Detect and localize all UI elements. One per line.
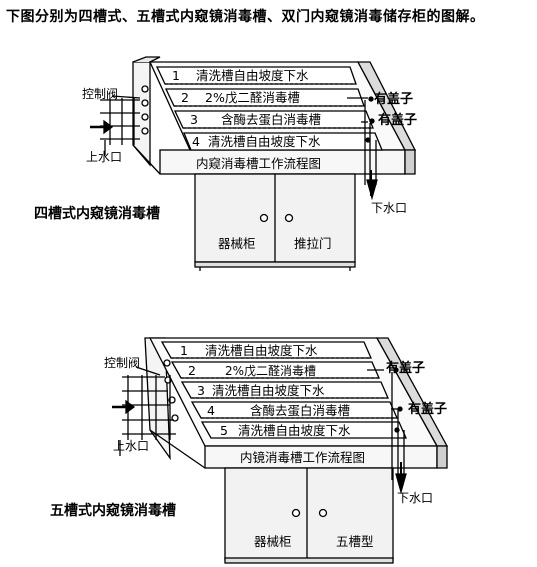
slot2-number: 2	[181, 90, 189, 105]
slot5-number-5: 5	[220, 423, 228, 438]
slot3-number-5: 3	[197, 383, 205, 398]
five-slot-caption: 五槽式内窥镜消毒槽	[50, 503, 176, 519]
slot4-label-5: 含酶去蛋白消毒槽	[250, 403, 350, 418]
water-inlet-label-5: 上水口	[113, 439, 149, 453]
slot1-label: 清洗槽自由坡度下水	[196, 68, 309, 83]
slot3-label-5: 清洗槽自由坡度下水	[212, 383, 325, 398]
water-inlet-label: 上水口	[86, 150, 122, 164]
five-slot-type-label: 五槽型	[336, 534, 374, 549]
sliding-door-label: 推拉门	[294, 236, 332, 251]
control-valve-label: 控制阀	[82, 87, 118, 101]
slot1-number: 1	[172, 68, 180, 83]
slot4-label: 清洗槽自由坡度下水	[208, 134, 321, 149]
slot2-number-5: 2	[188, 363, 196, 378]
lid-label-5b: 有盖子	[408, 401, 447, 417]
slot1-number-5: 1	[180, 343, 188, 358]
lid-label-1: 有盖子	[374, 91, 413, 107]
control-valve-label-5: 控制阀	[104, 356, 140, 370]
slot2-label: 2%戊二醛消毒槽	[205, 90, 300, 105]
page-heading: 下图分别为四槽式、五槽式内窥镜消毒槽、双门内窥镜消毒储存柜的图解。	[6, 9, 485, 25]
slot4-number: 4	[192, 134, 200, 149]
drain-label-5: 下水口	[397, 491, 433, 505]
slot5-label-5: 清洗槽自由坡度下水	[238, 423, 351, 438]
cabinet-label-5: 器械柜	[254, 534, 292, 549]
flow-chart-label-5: 内镜消毒槽工作流程图	[240, 450, 365, 465]
drain-label: 下水口	[371, 201, 407, 215]
four-slot-caption: 四槽式内窥镜消毒槽	[34, 206, 160, 222]
cabinet-label: 器械柜	[218, 236, 256, 251]
slot4-number-5: 4	[207, 403, 215, 418]
slot2-label-5: 2%戊二醛消毒槽	[225, 363, 316, 378]
lid-label-5a: 有盖子	[386, 360, 425, 376]
slot3-number: 3	[190, 112, 198, 127]
slot1-label-5: 清洗槽自由坡度下水	[205, 343, 318, 358]
slot3-label: 含酶去蛋白消毒槽	[221, 112, 321, 127]
lid-label-2: 有盖子	[378, 112, 417, 128]
flow-chart-label: 内窥消毒槽工作流程图	[196, 156, 321, 171]
